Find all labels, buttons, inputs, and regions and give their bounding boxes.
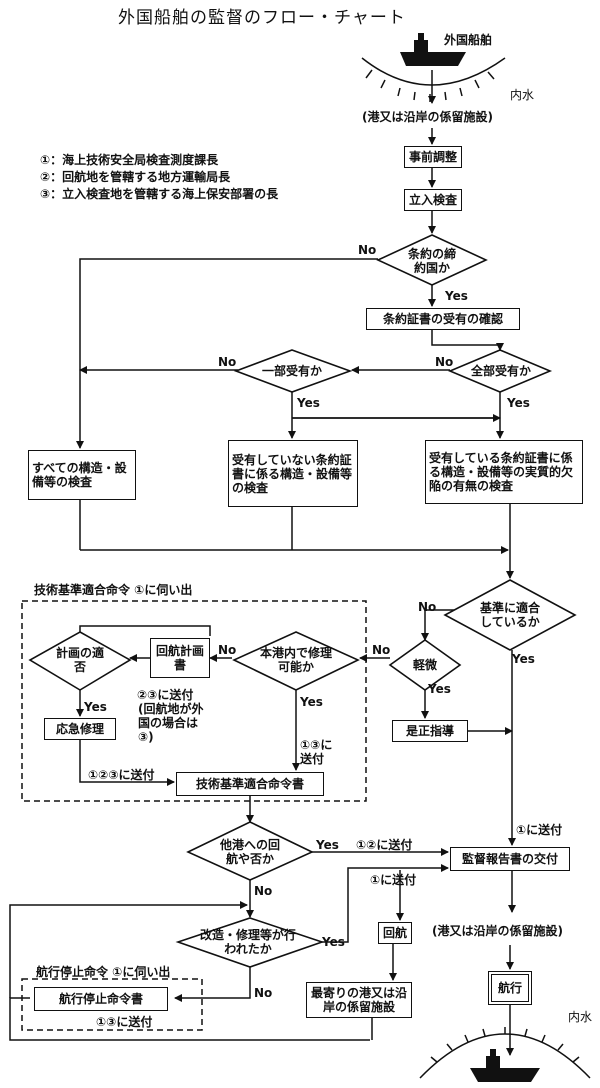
send-1b-label: ①に送付 — [370, 873, 417, 887]
stop-order-box: 航行停止命令書 — [34, 987, 168, 1011]
decision-treaty: 条約の締約国か — [407, 247, 456, 275]
cert-check-box: 条約証書の受有の確認 — [366, 308, 520, 330]
plan-box: 回航計画書 — [150, 638, 210, 678]
decision-part-cert-shape — [233, 349, 353, 393]
decision-repaired: 改造・修理等が行われたか — [200, 928, 297, 956]
decision-plan-ok-shape — [28, 631, 132, 691]
legend-item-3: ③：立入検査地を管轄する海上保安部署の長 — [40, 187, 279, 201]
ship-label-top: 外国船舶 — [444, 33, 493, 47]
inner-water-arc-bottom — [419, 1033, 591, 1079]
stop-order-group — [21, 978, 203, 1031]
legend-item-1: ①：海上技術安全局検査測度課長 — [40, 153, 219, 167]
decision-conform: 基準に適合しているか — [479, 601, 540, 629]
full-inspect-box: 受有している条約証書に係る構造・設備等の実質的欠陥の有無の検査 — [425, 440, 583, 504]
tech-order-group — [21, 600, 367, 802]
inspection-box: 立入検査 — [404, 189, 462, 211]
all-cert-yes-label: Yes — [507, 396, 530, 410]
order-box: 技術基準適合命令書 — [176, 772, 324, 796]
send-1-label: ①に送付 — [516, 823, 563, 837]
send-23-note: (回航地が外国の場合は③) — [138, 702, 204, 744]
nearest-port-box: 最寄りの港又は沿岸の係留施設 — [306, 982, 412, 1018]
decision-treaty-shape — [376, 234, 488, 286]
decision-plan-ok: 計画の適否 — [56, 646, 105, 674]
report-box: 監督報告書の交付 — [450, 847, 570, 871]
other-port-yes-label: Yes — [316, 838, 339, 852]
port-note-bottom: (港又は沿岸の係留施設) — [432, 924, 563, 938]
repaired-yes-label: Yes — [322, 935, 345, 949]
page-title: 外国船舶の監督のフロー・チャート — [118, 8, 406, 28]
sail-box: 航行 — [488, 971, 532, 1005]
send-13-label: ①③に送付 — [300, 738, 333, 766]
conform-no-label: No — [418, 600, 437, 614]
emergency-box: 応急修理 — [44, 718, 116, 740]
repaired-no-label: No — [254, 986, 273, 1000]
other-port-no-label: No — [254, 884, 273, 898]
decision-minor-shape — [388, 639, 462, 691]
inner-water-label-top: 内水 — [510, 88, 535, 102]
partial-inspect-box: 受有していない条約証書に係る構造・設備等の検査 — [228, 440, 358, 507]
minor-no-label: No — [372, 643, 391, 657]
decision-part-cert: 一部受有か — [261, 364, 322, 378]
decision-repair-port-shape — [232, 631, 360, 691]
part-cert-yes-label: Yes — [297, 396, 320, 410]
pre-adjust-box: 事前調整 — [404, 146, 462, 168]
decision-other-port: 他港への回航や否か — [220, 838, 281, 866]
send-12-label: ①②に送付 — [356, 838, 413, 852]
all-cert-no-label: No — [435, 355, 454, 369]
send-23-label: ②③に送付 — [137, 688, 194, 702]
treaty-yes-label: Yes — [445, 289, 468, 303]
minor-yes-label: Yes — [428, 682, 451, 696]
legend-item-2: ②：回航地を管轄する地方運輸局長 — [40, 170, 231, 184]
treaty-no-label: No — [358, 243, 377, 257]
decision-conform-shape — [443, 579, 577, 651]
send-13b-label: ①③に送付 — [96, 1015, 153, 1029]
decision-minor: 軽微 — [412, 658, 437, 672]
correction-box: 是正指導 — [392, 720, 468, 742]
repair-port-no-label: No — [218, 643, 237, 657]
decision-other-port-shape — [186, 821, 314, 881]
port-note-top: (港又は沿岸の係留施設) — [362, 110, 493, 124]
voyage-box: 回航 — [378, 922, 412, 944]
decision-all-cert: 全部受有か — [470, 364, 531, 378]
ship-icon-bottom — [470, 1049, 540, 1082]
decision-repair-port: 本港内で修理可能か — [260, 646, 333, 674]
ship-icon-top — [400, 33, 466, 66]
stop-order-title: 航行停止命令 ①に伺い出 — [36, 965, 171, 979]
inner-water-label-bottom: 内水 — [568, 1010, 593, 1024]
tech-order-title: 技術基準適合命令 ①に伺い出 — [34, 583, 193, 597]
all-inspect-box: すべての構造・設備等の検査 — [28, 450, 136, 500]
repair-port-yes-label: Yes — [300, 695, 323, 709]
plan-ok-yes-label: Yes — [84, 700, 107, 714]
decision-all-cert-shape — [447, 349, 553, 393]
send-123-label: ①②③に送付 — [88, 768, 155, 782]
decision-repaired-shape — [175, 917, 325, 968]
conform-yes-label: Yes — [512, 652, 535, 666]
part-cert-no-label: No — [218, 355, 237, 369]
